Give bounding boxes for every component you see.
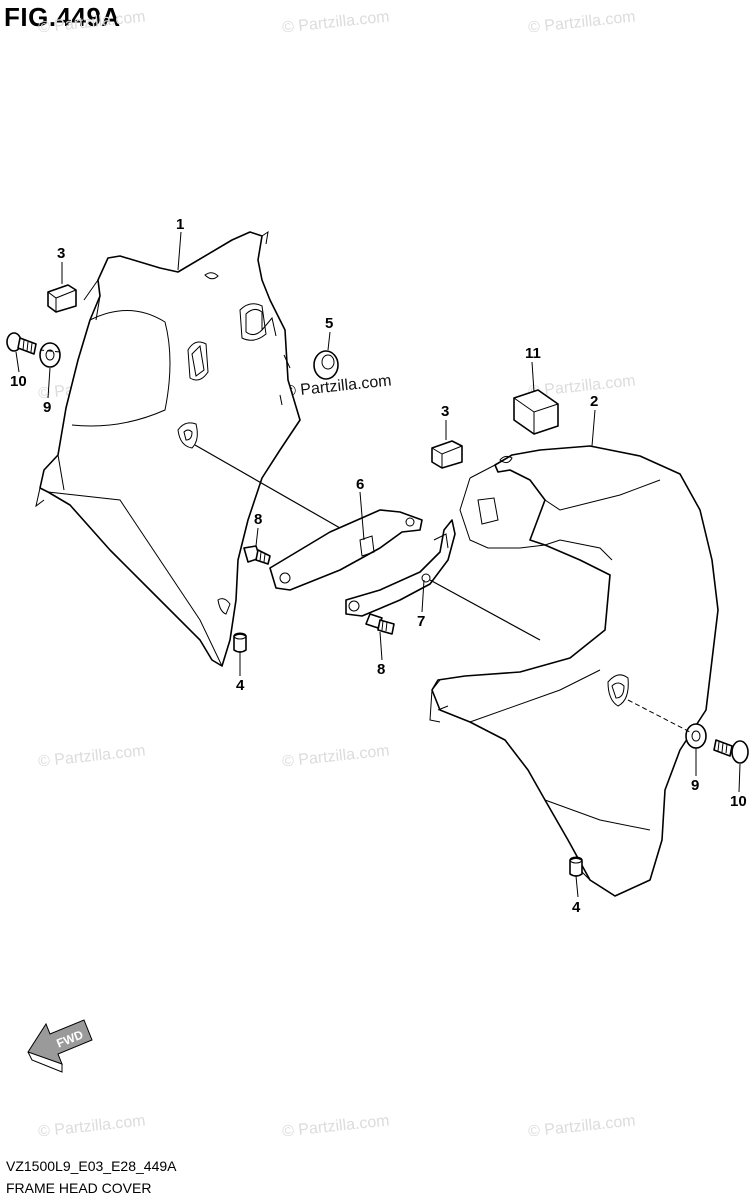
right-frame-head-cover — [429, 445, 719, 897]
callout-7: 7 — [417, 613, 425, 630]
callout-3: 3 — [57, 245, 65, 262]
fwd-arrow-icon: FWD — [27, 1019, 93, 1073]
diagram-description: FRAME HEAD COVER — [6, 1180, 152, 1196]
callout-1: 1 — [176, 216, 184, 233]
grommet-9-right — [685, 723, 707, 749]
bracket-6 — [269, 509, 423, 591]
grommet-9-left — [39, 342, 61, 368]
assembly-lines — [39, 349, 691, 733]
callout-11: 11 — [525, 345, 541, 362]
callout-2: 2 — [590, 393, 598, 410]
callout-4: 4 — [236, 677, 245, 694]
callout-4: 4 — [572, 899, 581, 916]
callout-3: 3 — [441, 403, 449, 420]
bolt-8-lower — [365, 613, 395, 635]
bracket-7 — [345, 519, 456, 617]
grommet-4-right — [569, 856, 583, 877]
left-frame-head-cover — [35, 230, 301, 667]
callout-9: 9 — [43, 399, 51, 416]
bolt-10-right — [713, 739, 749, 764]
grommet-5 — [313, 350, 339, 380]
callout-5: 5 — [325, 315, 333, 332]
diagram-code: VZ1500L9_E03_E28_449A — [6, 1158, 177, 1174]
bolt-8-upper — [243, 545, 271, 565]
figure-title: FIG.449A — [4, 2, 121, 32]
callout-6: 6 — [356, 476, 364, 493]
callout-9: 9 — [691, 777, 699, 794]
bolt-10-left — [6, 332, 37, 355]
cushion-11 — [513, 389, 559, 435]
leader-lines — [15, 231, 741, 898]
grommet-4-left — [233, 632, 247, 653]
callout-10: 10 — [10, 373, 27, 390]
callout-10: 10 — [730, 793, 747, 810]
cushion-3-right — [431, 440, 463, 469]
callout-numbers: 1 2 3 3 4 4 5 6 7 8 8 9 9 10 10 11 — [10, 216, 747, 916]
callout-8: 8 — [254, 511, 262, 528]
callout-8: 8 — [377, 661, 385, 678]
cushion-3-left — [47, 284, 77, 313]
